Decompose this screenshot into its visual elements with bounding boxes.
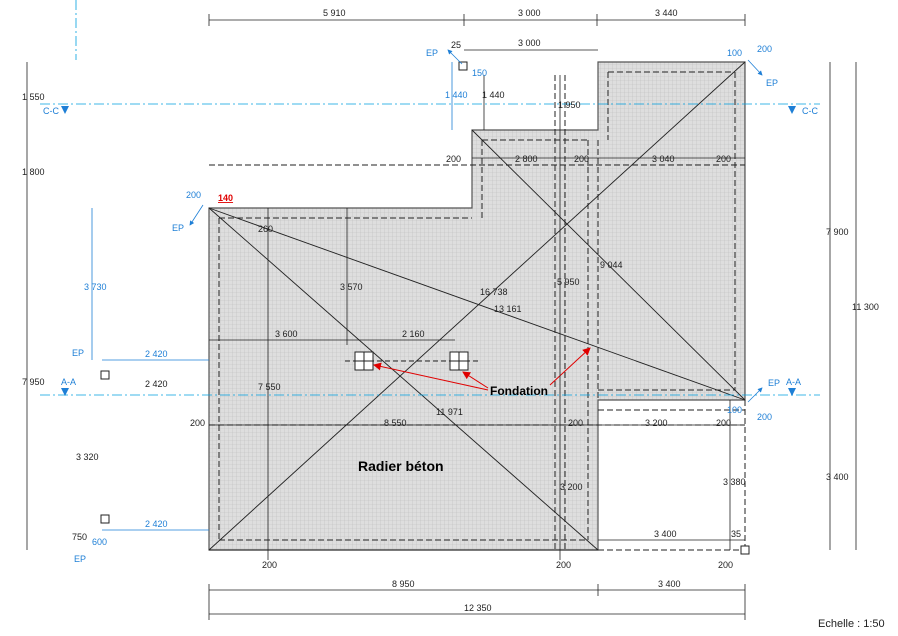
blue-dimension-lines (91, 49, 763, 531)
dim-140-red: 140 (218, 193, 233, 203)
dim-3730: 3 730 (84, 282, 107, 292)
foundation-pads (345, 351, 480, 371)
section-aa-right-label: A-A (786, 377, 801, 387)
section-aa-left-label: A-A (61, 377, 76, 387)
dim-right-11300: 11 300 (852, 302, 879, 312)
dim-1950: 1 950 (558, 100, 581, 110)
section-axes (40, 0, 820, 396)
dim-200-left: 200 (186, 190, 201, 200)
dim-3570: 3 570 (340, 282, 363, 292)
dimension-lines (26, 14, 857, 620)
dim-mid-200c: 200 (716, 418, 731, 428)
dim-260: 260 (258, 224, 273, 234)
dim-200-top: 200 (757, 44, 772, 54)
dim-11971: 11 971 (436, 407, 463, 417)
dim-mid-200b: 200 (568, 418, 583, 428)
dim-row2-3040: 3 040 (652, 154, 675, 164)
dim-top-5910: 5 910 (323, 8, 346, 18)
dim-600: 600 (92, 537, 107, 547)
ep-label-4: EP (72, 348, 84, 358)
dim-row2-200a: 200 (446, 154, 461, 164)
slab-label: Radier béton (358, 458, 444, 474)
dim-150: 150 (472, 68, 487, 78)
dim-16738: 16 738 (480, 287, 508, 297)
dim-3320: 3 320 (76, 452, 99, 462)
dim-top-3000: 3 000 (518, 8, 541, 18)
dim-right-3400: 3 400 (826, 472, 849, 482)
ep-label-3: EP (172, 223, 184, 233)
dim-bot-8950: 8 950 (392, 579, 415, 589)
section-markers (61, 106, 796, 396)
diagonal-lines (208, 61, 746, 551)
dim-left-1800: 1 800 (22, 167, 45, 177)
dim-3600: 3 600 (275, 329, 298, 339)
ep-label-1: EP (426, 48, 438, 58)
dim-3380: 3 380 (723, 477, 746, 487)
dim-100-right: 100 (727, 405, 742, 415)
section-cc-right-label: C-C (802, 106, 818, 116)
dim-35: 35 (731, 529, 741, 539)
dim-right-7900: 7 900 (826, 227, 849, 237)
dim-row2-2800: 2 800 (515, 154, 538, 164)
dim-top-3440: 3 440 (655, 8, 678, 18)
dim-bot-200a: 200 (262, 560, 277, 570)
ep-label-6: EP (74, 554, 86, 564)
dim-750: 750 (72, 532, 87, 542)
ep-drains (100, 61, 750, 555)
dim-bot-200b: 200 (556, 560, 571, 570)
scale-label: Echelle : 1:50 (818, 618, 885, 630)
dim-25: 25 (451, 40, 461, 50)
dim-row2-200b: 200 (574, 154, 589, 164)
ep-label-5: EP (768, 378, 780, 388)
dim-2160: 2 160 (402, 329, 425, 339)
dim-bot-3400: 3 400 (658, 579, 681, 589)
dim-2420b: 2 420 (145, 379, 168, 389)
ep-label-2: EP (766, 78, 778, 88)
fondation-label: Fondation (490, 384, 548, 398)
dim-mid-200a: 200 (190, 418, 205, 428)
dim-5950: 5 950 (557, 277, 580, 287)
dim-3400h: 3 400 (654, 529, 677, 539)
dim-2420a: 2 420 (145, 349, 168, 359)
dim-left-1550: 1 550 (22, 92, 45, 102)
dim-mid-8550: 8 550 (384, 418, 407, 428)
dim-1440: 1 440 (482, 90, 505, 100)
fondation-arrows (373, 347, 591, 391)
dim-top-3000b: 3 000 (518, 38, 541, 48)
dim-left-7950: 7 950 (22, 377, 45, 387)
dim-100-top: 100 (727, 48, 742, 58)
dim-13161: 13 161 (494, 304, 522, 314)
dim-bot-200c: 200 (718, 560, 733, 570)
dim-7550: 7 550 (258, 382, 281, 392)
dim-bot-12350: 12 350 (464, 603, 492, 613)
dim-200-right: 200 (757, 412, 772, 422)
dim-9044: 9 044 (600, 260, 623, 270)
dim-row2-200c: 200 (716, 154, 731, 164)
dim-mid-3200: 3 200 (645, 418, 668, 428)
dim-1440-blue: 1 440 (445, 90, 468, 100)
section-cc-left-label: C-C (43, 106, 59, 116)
dim-3200v: 3 200 (560, 482, 583, 492)
dim-2420c: 2 420 (145, 519, 168, 529)
